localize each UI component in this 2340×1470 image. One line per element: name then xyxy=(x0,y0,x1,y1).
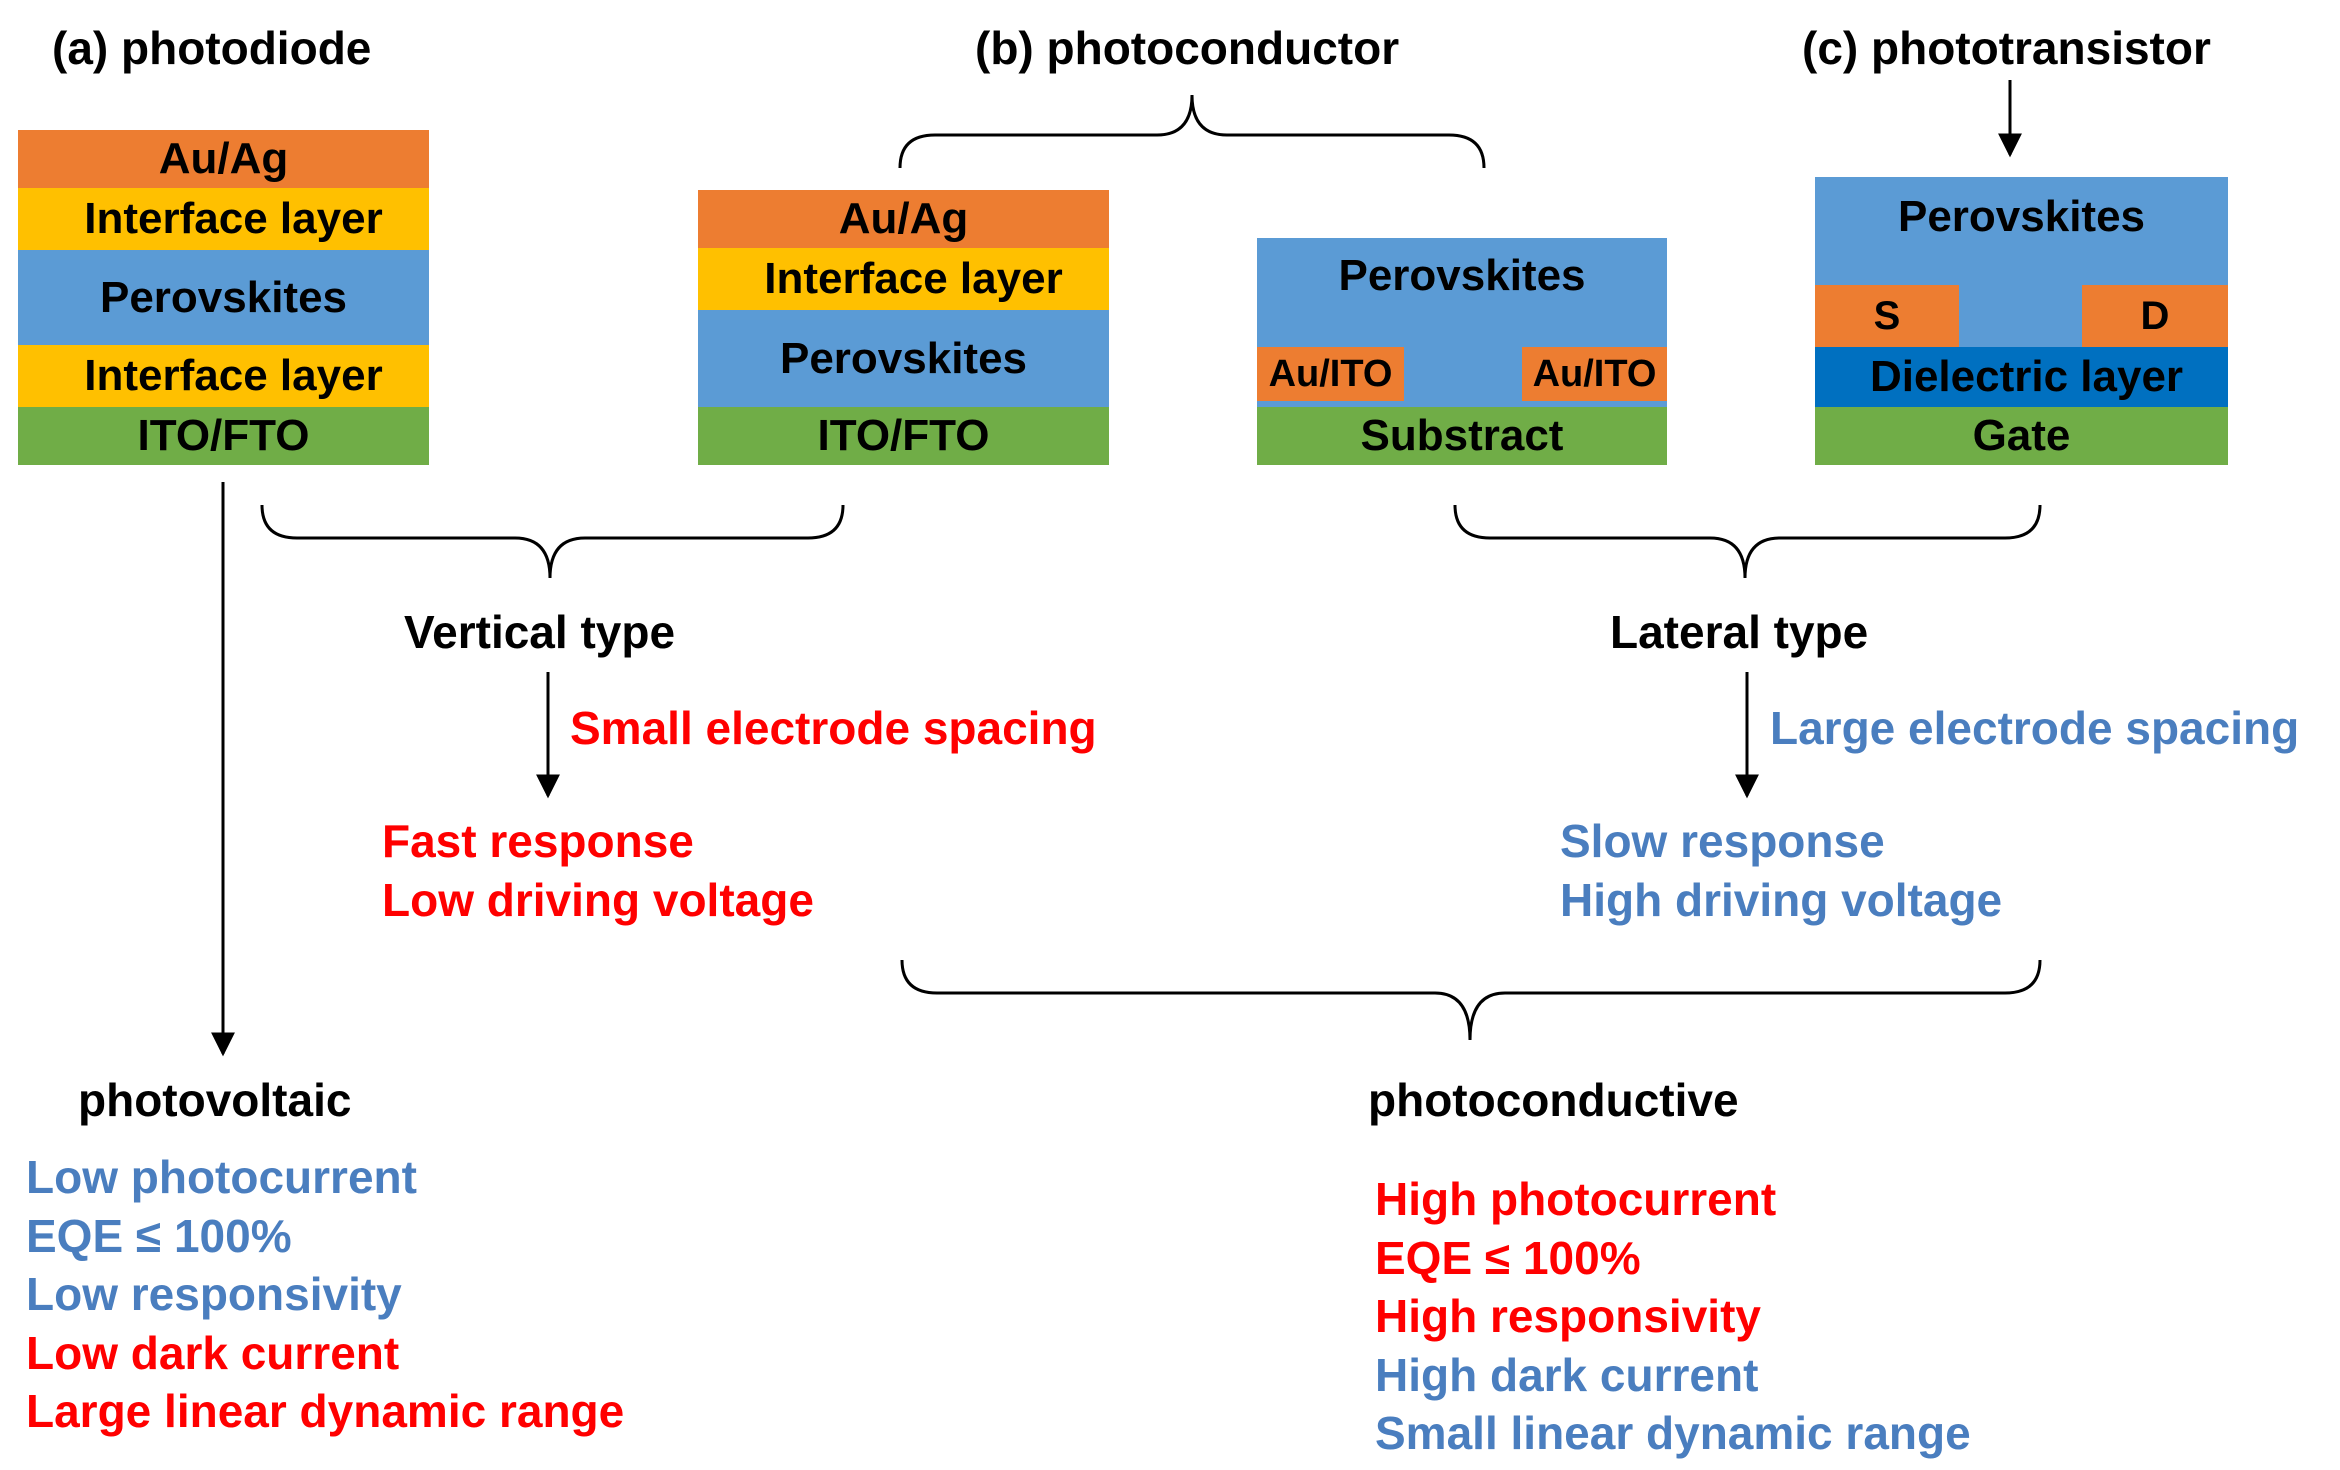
transistor-drain-electrode: D xyxy=(2082,285,2228,347)
photovoltaic-prop-2: EQE ≤ 100% xyxy=(26,1209,292,1262)
photodiode-layer-perovskite: Perovskites xyxy=(18,250,429,345)
photodiode-layer-ito: ITO/FTO xyxy=(18,407,429,465)
photoconductive-prop-1: High photocurrent xyxy=(1375,1173,1777,1225)
vertical-layer-ito: ITO/FTO xyxy=(698,407,1109,465)
transistor-layer-gate: Gate xyxy=(1815,407,2228,465)
brace-lateral-type xyxy=(1453,504,2042,579)
label-photoconductive: photoconductive xyxy=(1368,1074,1739,1126)
vertical-layer-perovskite: Perovskites xyxy=(698,310,1109,407)
photovoltaic-prop-1: Low photocurrent xyxy=(26,1151,417,1203)
vertical-prop-voltage: Low driving voltage xyxy=(382,873,814,926)
lateral-electrode-right: Au/ITO xyxy=(1522,347,1667,401)
transistor-source-electrode: S xyxy=(1815,285,1959,347)
label-small-spacing: Small electrode spacing xyxy=(570,702,1097,754)
brace-photoconductive xyxy=(900,959,2042,1041)
photovoltaic-prop-4: Low dark current xyxy=(26,1326,400,1379)
vertical-properties: Fast response Low driving voltage xyxy=(382,812,814,929)
lateral-properties: Slow response High driving voltage xyxy=(1560,812,2002,929)
lateral-layer-substrate: Substract xyxy=(1257,407,1667,465)
vertical-layer-electrode: Au/Ag xyxy=(698,190,1109,248)
label-large-spacing: Large electrode spacing xyxy=(1770,702,2300,754)
photoconductive-prop-3: High responsivity xyxy=(1375,1290,1761,1342)
photoconductive-prop-2: EQE ≤ 100% xyxy=(1375,1231,1641,1284)
photovoltaic-properties: Low photocurrent EQE ≤ 100% Low responsi… xyxy=(26,1148,624,1441)
label-photovoltaic: photovoltaic xyxy=(78,1074,352,1126)
photovoltaic-prop-3: Low responsivity xyxy=(26,1268,402,1320)
vertical-layer-interface: Interface layer xyxy=(698,248,1109,310)
transistor-perovskite-label: Perovskites xyxy=(1897,192,2146,241)
label-vertical-type: Vertical type xyxy=(404,606,676,658)
photodiode-layer-interface-bottom: Interface layer xyxy=(18,345,429,407)
photoconductive-prop-5: Small linear dynamic range xyxy=(1375,1407,1971,1459)
lateral-prop-voltage: High driving voltage xyxy=(1560,873,2003,926)
title-photodiode: (a) photodiode xyxy=(52,22,372,74)
photovoltaic-prop-5: Large linear dynamic range xyxy=(26,1385,625,1437)
brace-vertical-type xyxy=(260,504,845,579)
brace-photoconductor xyxy=(898,94,1486,169)
lateral-prop-response: Slow response xyxy=(1560,815,1885,867)
photoconductive-properties: High photocurrent EQE ≤ 100% High respon… xyxy=(1375,1170,1971,1463)
title-photoconductor: (b) photoconductor xyxy=(975,22,1400,74)
transistor-layer-dielectric: Dielectric layer xyxy=(1815,347,2228,407)
photoconductive-prop-4: High dark current xyxy=(1375,1348,1759,1401)
photodiode-layer-interface-top: Interface layer xyxy=(18,188,429,250)
lateral-electrode-left: Au/ITO xyxy=(1257,347,1404,401)
label-lateral-type: Lateral type xyxy=(1610,606,1869,658)
lateral-perovskite-label: Perovskites xyxy=(1338,251,1586,300)
photodiode-layer-electrode: Au/Ag xyxy=(18,130,429,188)
vertical-prop-response: Fast response xyxy=(382,815,694,867)
title-phototransistor: (c) phototransistor xyxy=(1802,22,2211,74)
